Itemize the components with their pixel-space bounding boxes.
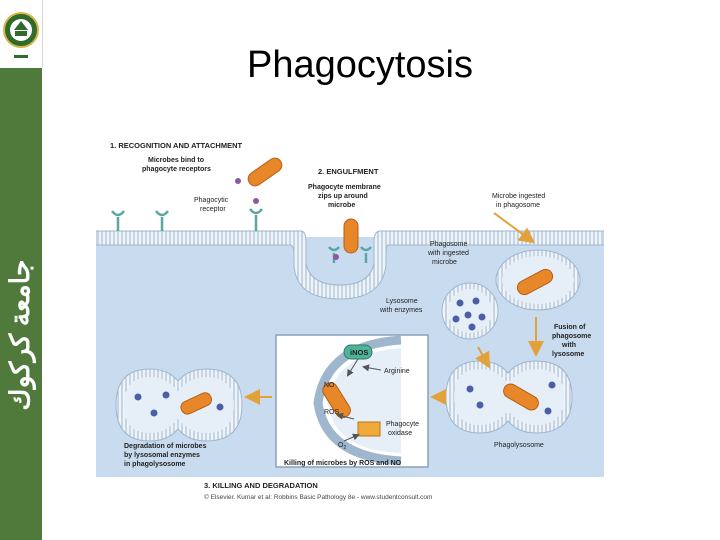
university-name-vertical: جامعة كركوك bbox=[5, 259, 35, 411]
step2-text-2: zips up around bbox=[318, 193, 368, 200]
step2-text-1: Phagocyte membrane bbox=[308, 184, 381, 191]
microbe bbox=[343, 218, 359, 254]
killing-label: Killing of microbes by ROS and NO bbox=[284, 460, 402, 467]
lysosome bbox=[441, 282, 499, 340]
lysosome-label-1: Lysosome bbox=[386, 298, 418, 305]
oxidase-label-2: oxidase bbox=[388, 430, 412, 437]
cell-membrane bbox=[95, 230, 605, 300]
slide-title: Phagocytosis bbox=[246, 44, 473, 86]
step2-text-3: microbe bbox=[328, 202, 355, 209]
fusion-label-4: lysosome bbox=[552, 351, 584, 358]
arginine-label: Arginine bbox=[384, 368, 410, 375]
ingested-label-1: Microbe ingested bbox=[492, 193, 545, 200]
receptor-label-1: Phagocytic bbox=[194, 197, 229, 204]
fusion-label-3: with bbox=[561, 342, 576, 349]
phagosome bbox=[495, 249, 581, 311]
copyright-credit: © Elsevier. Kumar et al: Robbins Basic P… bbox=[204, 493, 432, 501]
no-label: NO bbox=[324, 382, 335, 389]
lysosome-label-2: with enzymes bbox=[379, 307, 423, 314]
phagolysosome bbox=[445, 360, 573, 434]
phagocytosis-diagram: 1. RECOGNITION AND ATTACHMENT Microbes b… bbox=[95, 135, 605, 505]
step3-heading: 3. KILLING AND DEGRADATION bbox=[204, 481, 318, 490]
degradation-label-3: in phagolysosome bbox=[124, 461, 186, 468]
ros-label: ROS bbox=[324, 409, 340, 416]
microbe bbox=[247, 157, 283, 187]
phagolysosome-label: Phagolysosome bbox=[494, 442, 544, 449]
phagosome-label-2: with ingested bbox=[427, 250, 469, 257]
step1-text-2: phagocyte receptors bbox=[142, 166, 211, 173]
ingested-label-2: in phagosome bbox=[496, 202, 540, 209]
step2-heading: 2. ENGULFMENT bbox=[318, 167, 379, 176]
arrow-lysosome bbox=[475, 346, 490, 369]
oxidase-label-1: Phagocyte bbox=[386, 421, 419, 428]
receptor-label-2: receptor bbox=[200, 206, 226, 213]
fusion-label-1: Fusion of bbox=[554, 324, 586, 331]
degradation-phagolysosome bbox=[115, 368, 243, 442]
sidebar-band: جامعة كركوك bbox=[0, 0, 43, 540]
killing-inset bbox=[275, 334, 429, 468]
phagosome-label-1: Phagosome bbox=[430, 241, 467, 248]
arrow-ingest bbox=[493, 212, 536, 244]
step1-heading: 1. RECOGNITION AND ATTACHMENT bbox=[110, 141, 242, 150]
degradation-label-1: Degradation of microbes bbox=[124, 443, 207, 450]
step1-text-1: Microbes bind to bbox=[148, 157, 204, 164]
o2-label: O2 bbox=[338, 442, 346, 451]
receptor-icon bbox=[111, 208, 372, 263]
university-logo bbox=[0, 0, 43, 68]
inos-label: iNOS bbox=[350, 348, 368, 357]
fusion-label-2: phagosome bbox=[552, 333, 591, 340]
phagosome-label-3: microbe bbox=[432, 259, 457, 266]
degradation-label-2: by lysosomal enzymes bbox=[124, 452, 200, 459]
